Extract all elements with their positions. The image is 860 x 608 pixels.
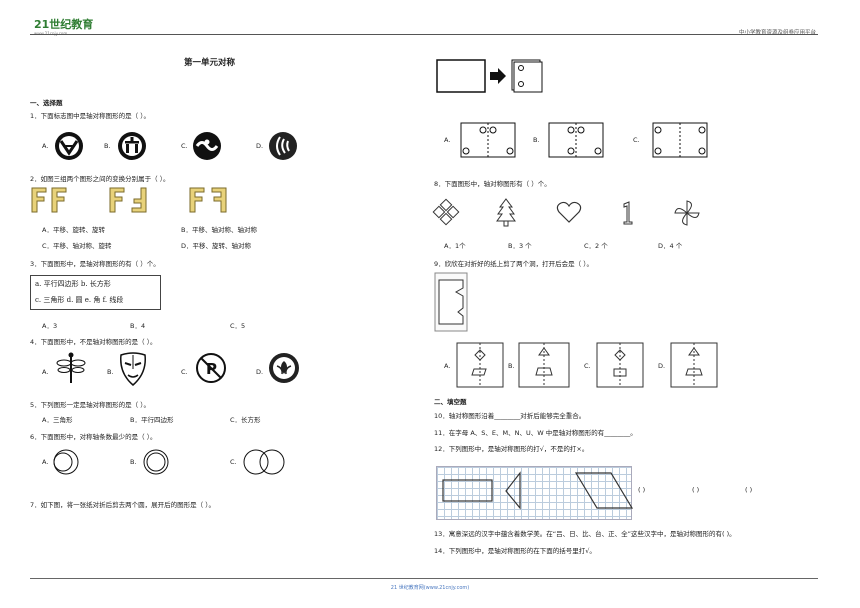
- q12-blank-1[interactable]: ( ): [638, 486, 646, 494]
- q4-text: 4．下面图形中，不是轴对称图形的是（ ）。: [30, 338, 157, 346]
- logo-url: www.21cnjy.com: [34, 31, 68, 36]
- q13-text: 13．寓意深远的汉字中蕴含着数学美。在“吕、日、比、台、正、全”这些汉字中，是轴…: [434, 530, 736, 538]
- footer-text[interactable]: 21 世纪教育网(www.21cnjy.com): [390, 585, 470, 591]
- diamond-tiles-icon: [432, 198, 460, 226]
- q9-text: 9．欣欣在对折好的纸上剪了两个洞，打开后会是（ ）。: [434, 260, 593, 268]
- q4-opt-a: A.: [42, 368, 49, 376]
- q8-text: 8．下面图形中，轴对称图形有（ ）个。: [434, 180, 551, 188]
- q5-opt-b: B．平行四边形: [130, 416, 174, 424]
- q1-text: 1．下面标志图中是轴对称图形的是（ ）。: [30, 112, 150, 120]
- q10-text: 10．轴对称图形沿着________对折后能够完全重合。: [434, 412, 586, 420]
- q1-opt-c: C.: [181, 142, 188, 150]
- ff-pair-1-icon: [31, 187, 67, 213]
- footer-divider: [30, 578, 818, 579]
- header-divider: [30, 34, 818, 35]
- folded-paper-figure: [434, 272, 468, 332]
- q9-answer-d: [670, 342, 718, 388]
- logo-c-icon: [193, 132, 221, 160]
- q7-opt-a: A.: [444, 136, 451, 144]
- q7-answer-b: [548, 122, 604, 158]
- q9-answer-c: [596, 342, 644, 388]
- pinwheel-icon: [674, 200, 700, 226]
- q7-text: 7．如下图，将一张纸对折后剪去两个圆，展开后的图形是（ ）。: [30, 501, 215, 509]
- q3-box: a. 平行四边形 b. 长方形 c. 三角形 d. 圆 e. 角 f. 线段: [30, 275, 161, 310]
- q8-opt-b: B．3 个: [508, 242, 532, 250]
- q2-opt-d: D．平移、旋转、轴对称: [181, 242, 252, 250]
- q2-opt-a: A．平移、旋转、旋转: [42, 226, 105, 234]
- heart-icon: [556, 201, 582, 223]
- no-parking-icon: P: [196, 353, 226, 383]
- q1-opt-b: B.: [104, 142, 111, 150]
- q9-answer-a: [456, 342, 504, 388]
- q9-opt-b: B.: [508, 362, 515, 370]
- q8-opt-a: A．1个: [444, 242, 466, 250]
- q6-opt-c: C.: [230, 458, 237, 466]
- logo-a-icon: [55, 132, 83, 160]
- q3-box-line1: a. 平行四边形 b. 长方形: [35, 280, 111, 288]
- platform-label: 中小学教育资源及组卷应用平台: [738, 30, 816, 36]
- q5-text: 5．下列图形一定是轴对称图形的是（ ）。: [30, 401, 150, 409]
- q4-opt-c: C.: [181, 368, 188, 376]
- q12-text: 12．下列图形中，是轴对称图形的打√，不是的打×。: [434, 445, 589, 453]
- dragonfly-icon: [56, 352, 86, 383]
- q9-opt-c: C.: [584, 362, 591, 370]
- q6-opt-b: B.: [130, 458, 137, 466]
- circle-offset-icon: [53, 449, 79, 475]
- q12-grid: [436, 466, 632, 520]
- overlapping-circles-icon: [243, 449, 285, 475]
- q3-text: 3．下面图形中，是轴对称图形的有（ ）个。: [30, 260, 160, 268]
- digit-one-icon: [623, 201, 633, 225]
- opera-mask-icon: [120, 352, 146, 386]
- q7-answer-c: [652, 122, 708, 158]
- q4-opt-d: D.: [256, 368, 264, 376]
- q8-opt-c: C．2 个: [584, 242, 608, 250]
- ff-pair-3-icon: [189, 187, 227, 213]
- concentric-circles-icon: [143, 449, 169, 475]
- q12-blank-3[interactable]: ( ): [745, 486, 753, 494]
- page-title: 第一单元对称: [184, 58, 236, 68]
- q4-opt-b: B.: [107, 368, 114, 376]
- q9-opt-a: A.: [444, 362, 451, 370]
- section-choice: 一、选择题: [30, 99, 63, 107]
- q2-opt-c: C．平移、轴对称、旋转: [42, 242, 112, 250]
- q3-opt-c: C．5: [230, 322, 246, 330]
- q1-opt-a: A.: [42, 142, 49, 150]
- q2-text: 2．如图三组两个图形之间的变换分别属于（ ）。: [30, 175, 170, 183]
- q5-opt-a: A．三角形: [42, 416, 73, 424]
- q8-opt-d: D．4 个: [658, 242, 683, 250]
- leaf-emblem-icon: [269, 353, 299, 383]
- q9-opt-d: D.: [658, 362, 666, 370]
- q7-opt-b: B.: [533, 136, 540, 144]
- q12-shapes: [442, 471, 634, 510]
- tree-icon: [496, 198, 516, 227]
- q3-opt-b: B．4: [130, 322, 146, 330]
- site-logo: 21世纪教育 www.21cnjy.com: [34, 16, 93, 36]
- q6-opt-a: A.: [42, 458, 49, 466]
- logo-b-icon: [118, 132, 146, 160]
- q7-opt-c: C.: [633, 136, 640, 144]
- q3-opt-a: A．3: [42, 322, 58, 330]
- q1-opt-d: D.: [256, 142, 264, 150]
- q9-answer-b: [518, 342, 570, 388]
- q12-blank-2[interactable]: ( ): [692, 486, 700, 494]
- q7-answer-a: [460, 122, 516, 158]
- section-fill: 二、填空题: [434, 398, 467, 406]
- q2-opt-b: B．平移、轴对称、轴对称: [181, 226, 257, 234]
- logo-d-icon: [269, 132, 297, 160]
- fold-cut-figure: [436, 59, 543, 93]
- ff-pair-2-icon: [109, 187, 147, 213]
- logo-text: 21世纪教育: [34, 18, 94, 31]
- q3-box-line2: c. 三角形 d. 圆 e. 角 f. 线段: [35, 296, 124, 304]
- q11-text: 11．在字母 A、S、E、M、N、U、W 中是轴对称图形的有________。: [434, 429, 637, 437]
- q6-text: 6．下面图形中，对称轴条数最少的是（ ）。: [30, 433, 157, 441]
- q14-text: 14．下列图形中，是轴对称图形的在下面的括号里打√。: [434, 547, 596, 555]
- q5-opt-c: C．长方形: [230, 416, 261, 424]
